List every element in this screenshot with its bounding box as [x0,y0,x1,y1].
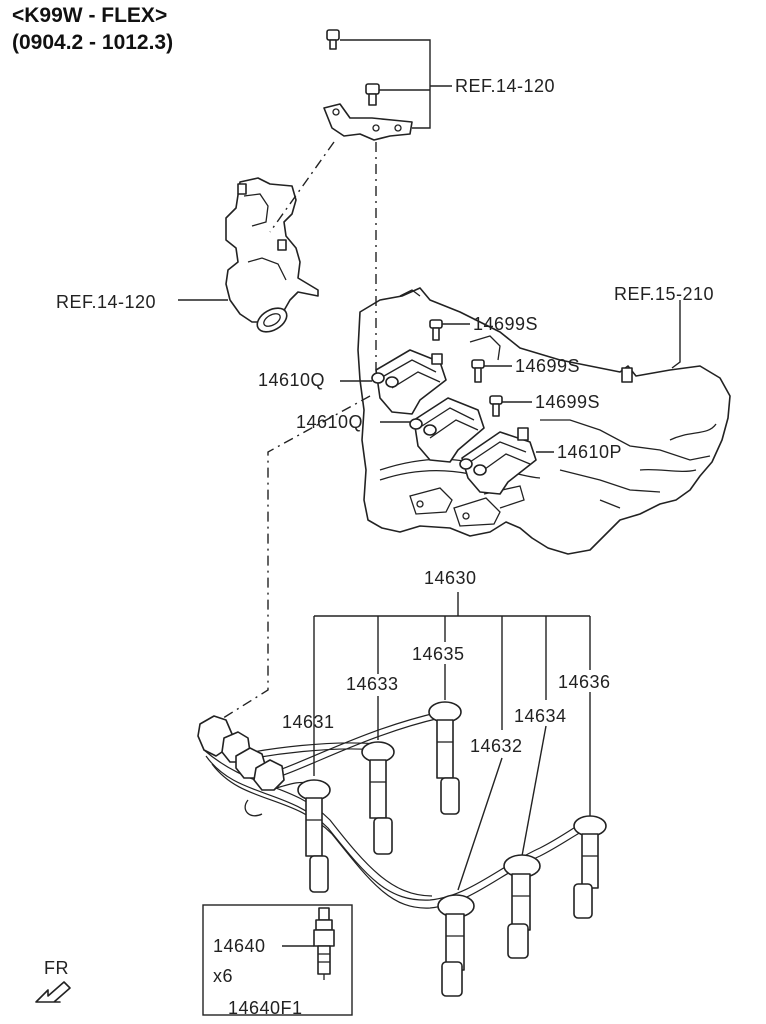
plug-boot-14635 [428,701,462,815]
coil-label-q2: 14610Q [296,412,363,432]
plug-boot-14632 [437,894,475,997]
coil-label-q1: 14610Q [258,370,325,390]
bolt-icon [489,395,503,417]
cable-label-14636: 14636 [558,672,611,692]
front-label: FR [44,958,69,978]
cable-label-14631: 14631 [282,712,335,732]
spark-plug-icon [313,907,335,980]
front-arrow-icon [35,981,71,1003]
ignition-wire-bundle [203,711,593,909]
plug-boot-14633 [361,741,395,855]
coil-boot-cluster [197,715,285,817]
ref-label-14-120-left: REF.14-120 [56,292,156,312]
production-period: (0904.2 - 1012.3) [12,31,174,54]
bracket-plate [323,103,413,141]
coil-label-p: 14610P [557,442,622,462]
bolt-icon [471,359,485,383]
model-code: <K99W - FLEX> [12,4,168,27]
ref-label-14-120-top: REF.14-120 [455,76,555,96]
upper-bracket-group [323,29,452,141]
bolt-icon [429,319,443,341]
plug-boot-14634 [503,854,541,959]
cable-set-label: 14630 [424,568,477,588]
ignition-coil-1 [371,349,447,415]
cable-label-14635: 14635 [412,644,465,664]
bolt-icon [326,29,340,50]
spark-plug-set-label: 14640F1 [228,998,303,1018]
ref-label-15-210: REF.15-210 [614,284,714,304]
spark-plug-qty: x6 [213,966,233,986]
plug-boot-14631 [297,779,331,893]
cable-label-14632: 14632 [470,736,523,756]
ignition-coil-2 [409,397,485,463]
bolt-label-b: 14699S [515,356,580,376]
coolant-outlet-housing [225,177,319,333]
bolt-label-c: 14699S [535,392,600,412]
bolt-label-a: 14699S [473,314,538,334]
spark-plug-label: 14640 [213,936,266,956]
cable-label-14634: 14634 [514,706,567,726]
spark-plug-box [202,904,353,1016]
plug-boot-14636 [573,815,607,919]
ignition-coil-3 [459,427,537,495]
cable-label-14633: 14633 [346,674,399,694]
bolt-icon [365,83,380,106]
